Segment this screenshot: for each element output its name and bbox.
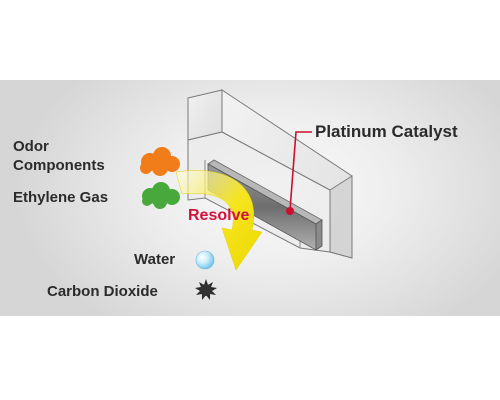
catalyst-leader-dot: [286, 207, 294, 215]
carbon-dioxide-label: Carbon Dioxide: [47, 283, 158, 300]
ethylene-gas-label: Ethylene Gas: [13, 189, 109, 206]
resolve-label: Resolve: [188, 207, 250, 224]
spiky-particle-icon: [195, 279, 217, 300]
diagram-panel: Odor Components Ethylene Gas Platinum Ca…: [0, 80, 500, 316]
diagram-graphic: [140, 89, 353, 300]
catalyst-leader-line: [289, 131, 312, 211]
odor-components-label: Odor Components: [13, 138, 105, 174]
platinum-catalyst-label: Platinum Catalyst: [315, 122, 458, 141]
water-label: Water: [134, 251, 176, 268]
orange-cloud-icon: [140, 147, 180, 176]
resolve-arrow: [175, 170, 263, 271]
green-cloud-icon: [142, 182, 180, 209]
water-sphere-icon: [195, 250, 215, 270]
